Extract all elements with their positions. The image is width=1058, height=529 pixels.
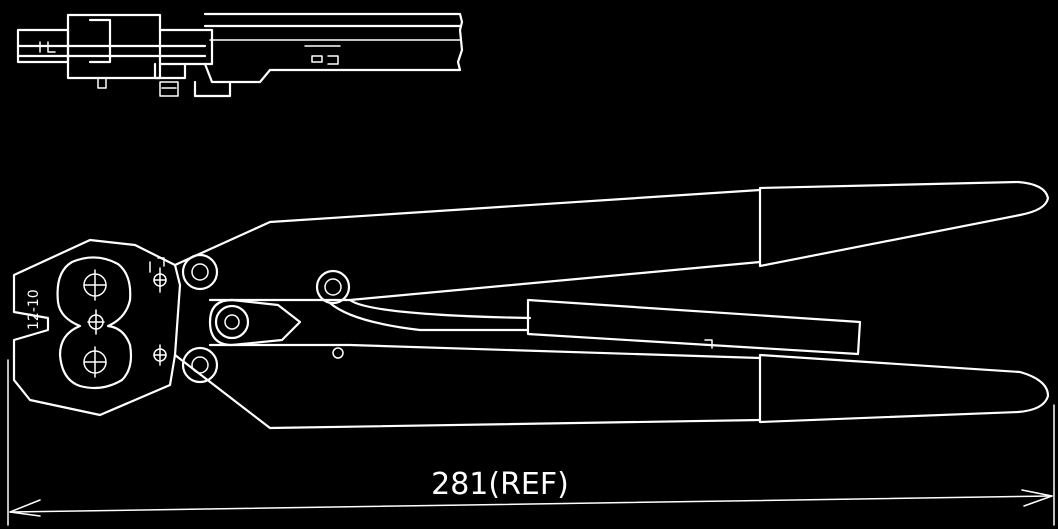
dimension-line	[7, 359, 1055, 526]
die-mark-icon	[83, 269, 107, 301]
center-link-icon	[208, 298, 302, 347]
side-view-crimp-tool: 12-10	[12, 180, 1050, 430]
die-mark-icon	[153, 344, 167, 366]
die-mark-icon	[83, 346, 107, 378]
dimension-label: 281(REF)	[431, 467, 569, 502]
spring-pin-icon	[315, 269, 351, 305]
wire-range-label: 12-10	[26, 289, 42, 330]
die-mark-icon	[87, 309, 105, 335]
die-mark-icon	[153, 267, 167, 293]
rivet-icon	[332, 347, 344, 359]
pivot-bolt-icon	[181, 253, 219, 291]
top-view	[16, 12, 464, 98]
